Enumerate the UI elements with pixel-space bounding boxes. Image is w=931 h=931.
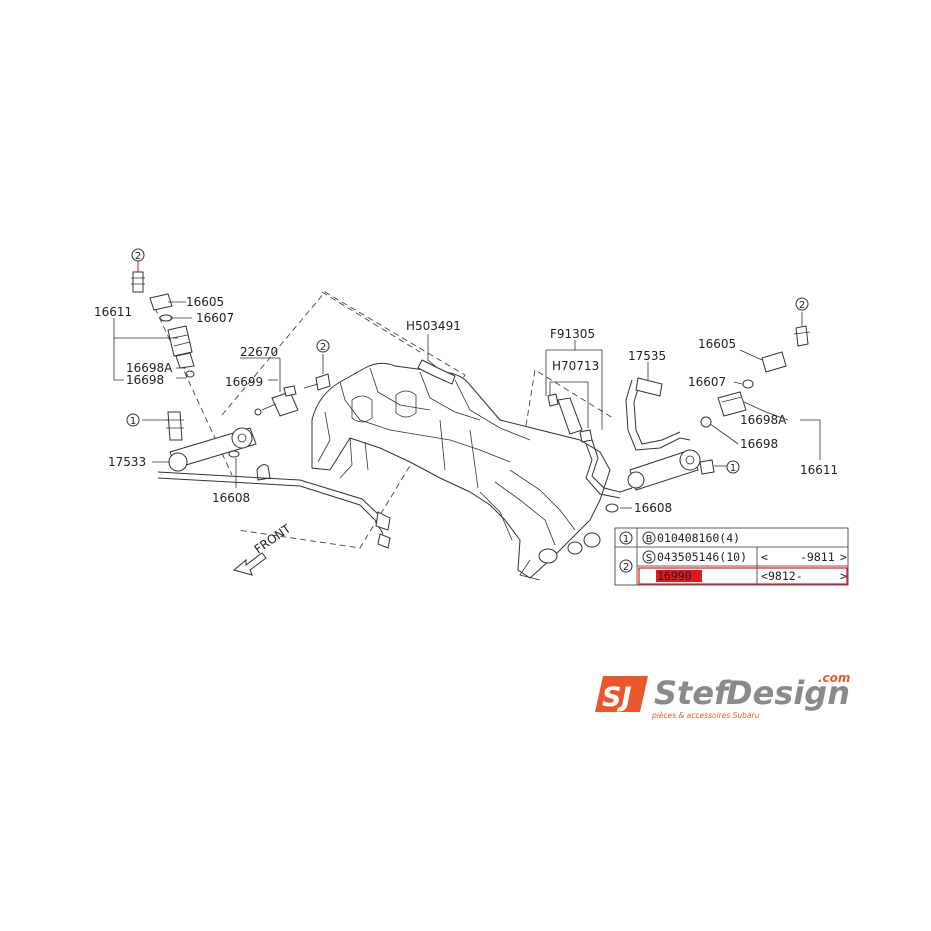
- marker-2-top-left[interactable]: 2: [135, 251, 141, 262]
- label-16605-left[interactable]: 16605: [186, 295, 224, 309]
- marker-circles: 2 2 1 2 1: [126, 248, 809, 474]
- table-open-bracket-row2: <: [761, 550, 768, 564]
- marker-2-right: 2: [799, 300, 805, 311]
- label-h70713[interactable]: H70713: [552, 359, 599, 373]
- table-part-16990[interactable]: 16990: [657, 569, 692, 583]
- label-16698-left[interactable]: 16698: [126, 373, 164, 387]
- logo-word-stef: Stef: [654, 674, 732, 712]
- table-code-s: S: [646, 553, 652, 564]
- reference-table: 1 2 B 010408160(4) S 043505146(10) < -98…: [614, 527, 849, 586]
- table-ref-2: 2: [623, 562, 629, 573]
- label-16607-right[interactable]: 16607: [688, 375, 726, 389]
- table-close-bracket-row2: >: [840, 550, 847, 564]
- table-ref-1: 1: [623, 534, 629, 545]
- label-h503491[interactable]: H503491: [406, 319, 461, 333]
- right-fuel-rail-group: [545, 312, 821, 513]
- table-close-bracket-row3: >: [840, 569, 847, 583]
- front-label: FRONT: [252, 521, 294, 556]
- label-16699[interactable]: 16699: [225, 375, 263, 389]
- logo-tagline: pièces & accessoires Subaru: [651, 711, 760, 720]
- label-16611-right[interactable]: 16611: [800, 463, 838, 477]
- table-range-9812: 9812-: [768, 569, 803, 583]
- label-16608-right[interactable]: 16608: [634, 501, 672, 515]
- marker-1-left: 1: [130, 416, 136, 427]
- table-open-bracket-row3: <: [761, 569, 768, 583]
- table-range-9811: -9811: [800, 550, 835, 564]
- table-code-b: B: [646, 534, 653, 545]
- label-22670[interactable]: 22670: [240, 345, 278, 359]
- logo-mark: SJ: [602, 682, 632, 713]
- table-part-043505146[interactable]: 043505146(10): [657, 550, 747, 564]
- intake-manifold: [256, 362, 611, 581]
- label-16698a-right[interactable]: 16698A: [740, 413, 787, 427]
- label-16698a-left[interactable]: 16698A: [126, 361, 173, 375]
- label-17533[interactable]: 17533: [108, 455, 146, 469]
- left-fuel-rail-group: [113, 262, 456, 549]
- label-16607-left[interactable]: 16607: [196, 311, 234, 325]
- label-16611-left[interactable]: 16611: [94, 305, 132, 319]
- table-part-010408160[interactable]: 010408160(4): [657, 531, 740, 545]
- logo-suffix: .com: [818, 671, 850, 685]
- logo-word-design: Design: [726, 674, 850, 712]
- part-labels: 16605 16607 16611 16698A 16698 17533 226…: [94, 295, 838, 515]
- marker-2-mid-left: 2: [320, 342, 326, 353]
- label-17535[interactable]: 17535: [628, 349, 666, 363]
- stefdesign-logo[interactable]: SJ Stef Design .com pièces & accessoires…: [595, 671, 850, 720]
- label-16608-left[interactable]: 16608: [212, 491, 250, 505]
- front-arrow: FRONT: [232, 521, 294, 576]
- label-16605-right[interactable]: 16605: [698, 337, 736, 351]
- marker-1-right: 1: [730, 463, 736, 474]
- logo-mark-shape: [595, 676, 648, 712]
- label-16698-right[interactable]: 16698: [740, 437, 778, 451]
- label-f91305[interactable]: F91305: [550, 327, 595, 341]
